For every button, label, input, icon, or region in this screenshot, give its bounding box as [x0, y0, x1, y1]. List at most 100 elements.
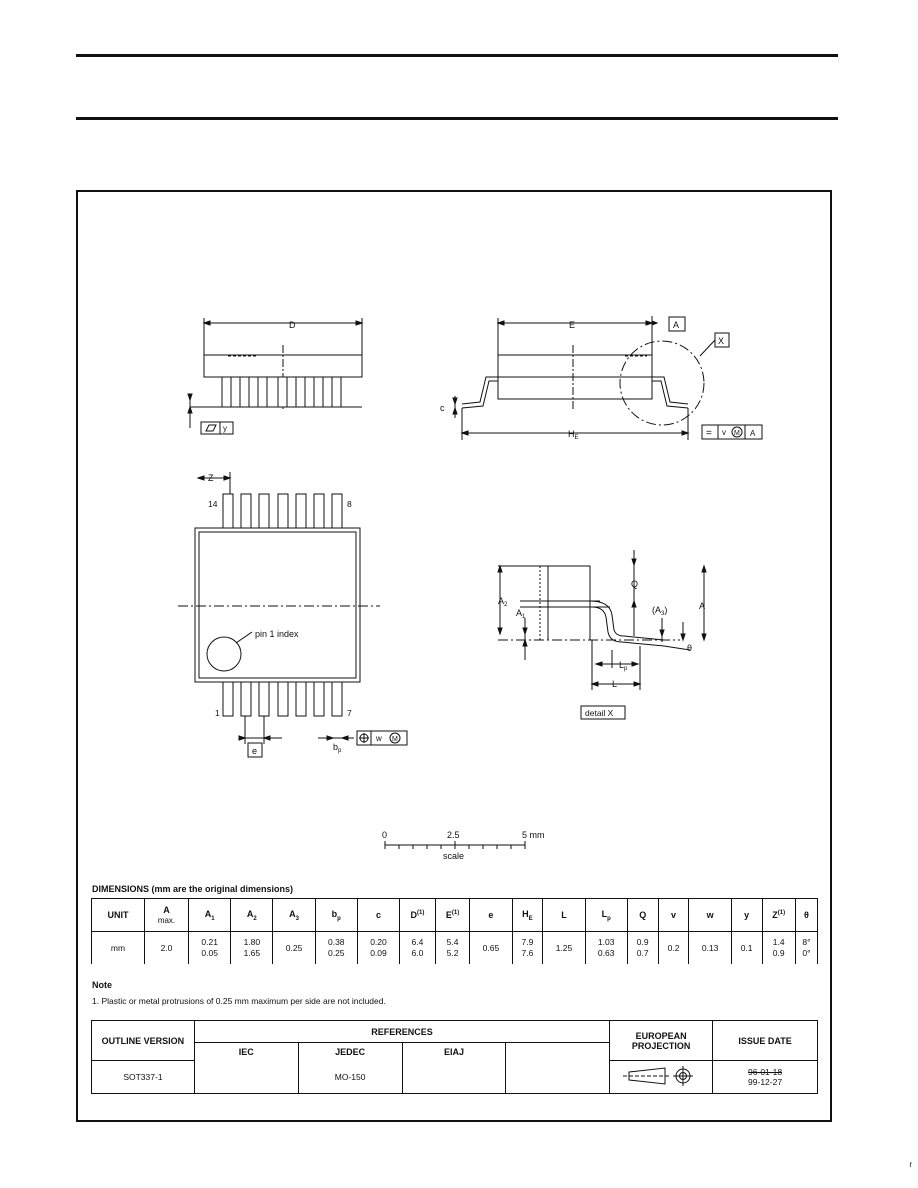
label-A1: A1: [516, 608, 526, 620]
projection-symbol-icon: [623, 1066, 694, 1086]
side-view: [452, 316, 763, 440]
hdr-A1: A1: [188, 898, 231, 932]
hdr-c: c: [356, 898, 400, 932]
cell-A3: 0.25: [272, 931, 316, 964]
tolerance-A: A: [750, 429, 756, 438]
label-c: c: [440, 403, 445, 413]
hdr-w: w: [688, 898, 732, 932]
outline-version-value: SOT337-1: [91, 1060, 195, 1094]
references-values-row: SOT337-1 MO-150 96-01-18 99-12-27: [91, 1060, 818, 1094]
hdr-Z: Z(1): [761, 898, 796, 932]
hdr-L: L: [542, 898, 586, 932]
top-rule: [76, 54, 838, 57]
hdr-unit: UNIT: [91, 898, 145, 932]
projection-symbol-cell: [609, 1060, 714, 1094]
tolerance-w: w: [375, 734, 382, 743]
eiaj-label: EIAJ: [401, 1042, 507, 1061]
hdr-A3: A3: [272, 898, 316, 932]
label-A-detail: A: [699, 601, 705, 611]
tolerance-M: M: [734, 430, 740, 437]
front-view: [187, 318, 364, 435]
scale-tick-0: 0: [382, 830, 387, 840]
tolerance-M-plan: M: [392, 736, 398, 743]
hdr-Lp: Lp: [584, 898, 628, 932]
hdr-theta: θ: [794, 898, 819, 932]
label-bp: bp: [333, 742, 342, 754]
label-D: D: [289, 320, 296, 330]
eiaj-value: [401, 1060, 507, 1094]
note-title: Note: [92, 980, 112, 990]
hdr-HE: HE: [511, 898, 543, 932]
label-A3: (A3): [652, 605, 667, 617]
detail-x: [497, 550, 707, 720]
scale-bar: [384, 841, 526, 849]
jedec-value: MO-150: [297, 1060, 403, 1094]
iec-value: [193, 1060, 299, 1094]
issue-date-old: 96-01-18: [748, 1067, 783, 1077]
pin-7-label: 7: [347, 708, 352, 718]
package-outline-drawing: D y E A X c HE = v M A Z 14 8 1 7 pin 1 …: [178, 316, 763, 861]
references-blank-col: [505, 1042, 611, 1061]
pin-1-index-label: pin 1 index: [255, 629, 299, 639]
issue-date-values: 96-01-18 99-12-27: [712, 1060, 818, 1094]
references-table: OUTLINE VERSION REFERENCES EUROPEAN PROJ…: [91, 1020, 818, 1094]
note-text: 1. Plastic or metal protrusions of 0.25 …: [92, 996, 386, 1006]
hdr-D: D(1): [399, 898, 436, 932]
label-HE: HE: [568, 429, 579, 441]
cell-y: 0.1: [730, 931, 763, 964]
dimensions-title: DIMENSIONS (mm are the original dimensio…: [92, 884, 294, 894]
label-L: L: [612, 679, 617, 689]
issue-date-current: 99-12-27: [748, 1077, 783, 1087]
european-projection-label: EUROPEAN PROJECTION: [609, 1020, 714, 1061]
scale-tick-2-5: 2.5: [447, 830, 460, 840]
label-E: E: [569, 320, 575, 330]
cell-A: 2.0: [143, 931, 189, 964]
issue-date-label: ISSUE DATE: [712, 1020, 818, 1061]
jedec-label: JEDEC: [297, 1042, 403, 1061]
tolerance-v: v: [722, 428, 726, 437]
references-blank-value: [505, 1060, 611, 1094]
pin-14-label: 14: [208, 499, 218, 509]
detail-X-box-label: X: [718, 336, 724, 346]
references-subheader-row: IEC JEDEC EIAJ: [92, 1042, 818, 1061]
cell-w: 0.13: [688, 931, 732, 964]
references-label: REFERENCES: [193, 1020, 611, 1043]
hdr-v: v: [657, 898, 689, 932]
label-theta: θ: [687, 643, 692, 653]
tolerance-symbol: =: [706, 428, 712, 439]
label-y: y: [223, 424, 227, 433]
cell-theta: 8°0°: [794, 931, 819, 964]
label-Z: Z: [208, 473, 214, 483]
outline-version-label: OUTLINE VERSION: [91, 1020, 195, 1061]
iec-label: IEC: [193, 1042, 299, 1061]
references-header-row: OUTLINE VERSION REFERENCES EUROPEAN PROJ…: [91, 1020, 818, 1061]
pin-1-label: 1: [215, 708, 220, 718]
detail-x-caption: detail X: [585, 708, 614, 718]
cell-e: 0.65: [469, 931, 512, 964]
drawing-frame: [76, 190, 832, 1122]
hdr-e: e: [469, 898, 512, 932]
datum-A-box-label: A: [673, 320, 679, 330]
label-e: e: [252, 746, 257, 756]
cell-v: 0.2: [657, 931, 689, 964]
scale-caption: scale: [443, 851, 464, 861]
pin-8-label: 8: [347, 499, 352, 509]
label-A2: A2: [498, 596, 508, 608]
corner-mark: r: [909, 1160, 912, 1169]
scale-tick-5: 5 mm: [522, 830, 545, 840]
label-Q: Q: [631, 579, 638, 589]
hdr-y: y: [730, 898, 763, 932]
hdr-Q: Q: [626, 898, 659, 932]
label-Lp: Lp: [619, 660, 628, 672]
